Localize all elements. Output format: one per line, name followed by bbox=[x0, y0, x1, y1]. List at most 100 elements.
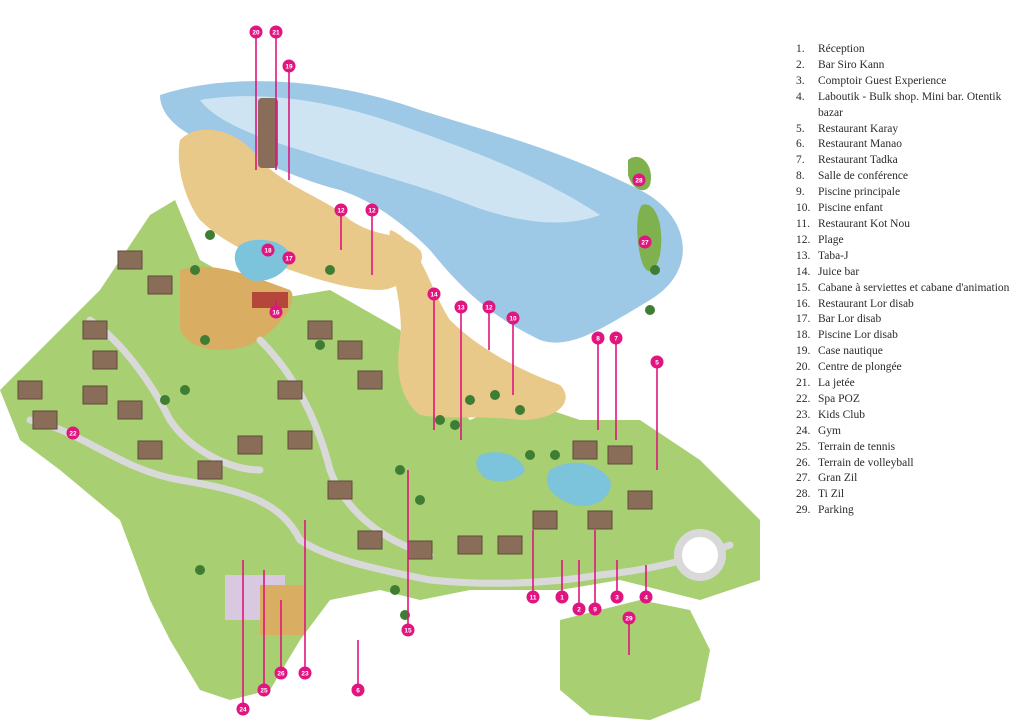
map-marker-12[interactable]: 12 bbox=[365, 203, 379, 276]
palm-tree bbox=[190, 265, 200, 275]
legend-number: 1. bbox=[796, 43, 805, 55]
map-marker-number: 21 bbox=[272, 30, 280, 37]
legend-number: 27. bbox=[796, 472, 811, 485]
villa-roof bbox=[237, 435, 263, 455]
legend-label: Gym bbox=[818, 424, 841, 437]
legend-number: 16. bbox=[796, 297, 811, 310]
villa-roof bbox=[82, 385, 108, 405]
villa-roof bbox=[137, 440, 163, 460]
legend-item: 4. Laboutik - Bulk shop. Mini bar. Otenti… bbox=[796, 90, 1018, 122]
map-marker-number: 12 bbox=[337, 208, 345, 215]
map-marker-number: 16 bbox=[272, 310, 280, 317]
palm-tree bbox=[550, 450, 560, 460]
legend-label: Spa POZ bbox=[818, 392, 860, 405]
palm-tree bbox=[180, 385, 190, 395]
map-marker-18[interactable]: 18 bbox=[261, 243, 275, 257]
map-marker-26[interactable]: 26 bbox=[274, 600, 288, 680]
legend-label: Cabane à serviettes et cabane d'animatio… bbox=[818, 281, 1010, 294]
map-marker-29[interactable]: 29 bbox=[622, 611, 636, 656]
villa-roof bbox=[457, 535, 483, 555]
map-marker-21[interactable]: 21 bbox=[269, 25, 283, 171]
map-marker-12[interactable]: 12 bbox=[482, 300, 496, 351]
legend-number: 23. bbox=[796, 408, 811, 421]
villa-roof bbox=[337, 340, 363, 360]
legend-number: 19. bbox=[796, 345, 811, 358]
map-marker-number: 2 bbox=[577, 607, 581, 614]
map-marker-14[interactable]: 14 bbox=[427, 287, 441, 431]
palm-tree bbox=[450, 420, 460, 430]
villa-roof bbox=[307, 320, 333, 340]
map-marker-number: 3 bbox=[615, 595, 619, 602]
villa-roof bbox=[32, 410, 58, 430]
map-marker-number: 29 bbox=[625, 616, 633, 623]
legend-item: 3.Comptoir Guest Experience bbox=[796, 74, 1018, 90]
map-marker-number: 5 bbox=[655, 360, 659, 367]
legend-label: Centre de plongée bbox=[818, 361, 902, 374]
map-marker-23[interactable]: 23 bbox=[298, 520, 312, 680]
legend-number: 4. bbox=[796, 90, 805, 103]
map-marker-number: 18 bbox=[264, 248, 272, 255]
map-marker-16[interactable]: 16 bbox=[269, 300, 283, 319]
map-marker-8[interactable]: 8 bbox=[591, 331, 605, 431]
map-marker-24[interactable]: 24 bbox=[236, 560, 250, 716]
map-marker-number: 8 bbox=[596, 336, 600, 343]
legend-label: Case nautique bbox=[818, 345, 883, 358]
map-marker-28[interactable]: 28 bbox=[632, 173, 646, 187]
legend-item: 12.Plage bbox=[796, 233, 1018, 249]
map-marker-number: 24 bbox=[239, 707, 247, 714]
map-marker-5[interactable]: 5 bbox=[650, 355, 664, 471]
map-marker-27[interactable]: 27 bbox=[638, 235, 652, 249]
map-marker-number: 28 bbox=[635, 178, 643, 185]
map-marker-15[interactable]: 15 bbox=[401, 470, 415, 637]
map-marker-25[interactable]: 25 bbox=[257, 570, 271, 697]
legend-number: 13. bbox=[796, 249, 811, 262]
villa-roof bbox=[92, 350, 118, 370]
restaurant-roof bbox=[268, 292, 288, 308]
map-marker-9[interactable]: 9 bbox=[588, 530, 602, 616]
map-marker-20[interactable]: 20 bbox=[249, 25, 263, 171]
map-marker-17[interactable]: 17 bbox=[282, 251, 296, 265]
map-marker-number: 14 bbox=[430, 292, 438, 299]
legend-number: 2. bbox=[796, 58, 805, 71]
villa-roof bbox=[532, 510, 558, 530]
map-marker-2[interactable]: 2 bbox=[572, 560, 586, 616]
villa-roof bbox=[197, 460, 223, 480]
legend-item: 6.Restaurant Manao bbox=[796, 137, 1018, 153]
legend-item: 16.Restaurant Lor disab bbox=[796, 297, 1018, 313]
map-marker-1[interactable]: 1 bbox=[555, 560, 569, 604]
palm-tree bbox=[205, 230, 215, 240]
map-marker-13[interactable]: 13 bbox=[454, 300, 468, 441]
map-marker-11[interactable]: 11 bbox=[526, 530, 540, 604]
map-marker-number: 26 bbox=[277, 671, 285, 678]
legend-number: 10. bbox=[796, 202, 811, 215]
legend-item: 13.Taba-J bbox=[796, 249, 1018, 265]
legend-label: Laboutik - Bulk shop. Mini bar. Otentik … bbox=[818, 90, 1002, 119]
map-marker-12[interactable]: 12 bbox=[334, 203, 348, 251]
legend-item: 1.Réception bbox=[796, 42, 1018, 58]
map-marker-3[interactable]: 3 bbox=[610, 560, 624, 604]
map-marker-22[interactable]: 22 bbox=[66, 426, 80, 440]
legend-item: 2.Bar Siro Kann bbox=[796, 58, 1018, 74]
legend-label: La jetée bbox=[818, 377, 855, 390]
legend-item: 24.Gym bbox=[796, 424, 1018, 440]
jetty bbox=[258, 98, 278, 168]
legend-label: Gran Zil bbox=[818, 472, 858, 485]
legend-item: 9.Piscine principale bbox=[796, 185, 1018, 201]
legend-label: Restaurant Manao bbox=[818, 138, 902, 151]
map-marker-10[interactable]: 10 bbox=[506, 311, 520, 396]
villa-roof bbox=[117, 250, 143, 270]
map-marker-number: 27 bbox=[641, 240, 649, 247]
map-marker-6[interactable]: 6 bbox=[351, 640, 365, 697]
palm-tree bbox=[490, 390, 500, 400]
villa-roof bbox=[607, 445, 633, 465]
legend-number: 22. bbox=[796, 392, 811, 405]
map-marker-4[interactable]: 4 bbox=[639, 565, 653, 604]
map-marker-7[interactable]: 7 bbox=[609, 331, 623, 441]
map-marker-19[interactable]: 19 bbox=[282, 59, 296, 181]
palm-tree bbox=[525, 450, 535, 460]
map-marker-number: 17 bbox=[285, 256, 293, 263]
restaurant-roof bbox=[252, 292, 272, 308]
legend-number: 15. bbox=[796, 281, 811, 294]
